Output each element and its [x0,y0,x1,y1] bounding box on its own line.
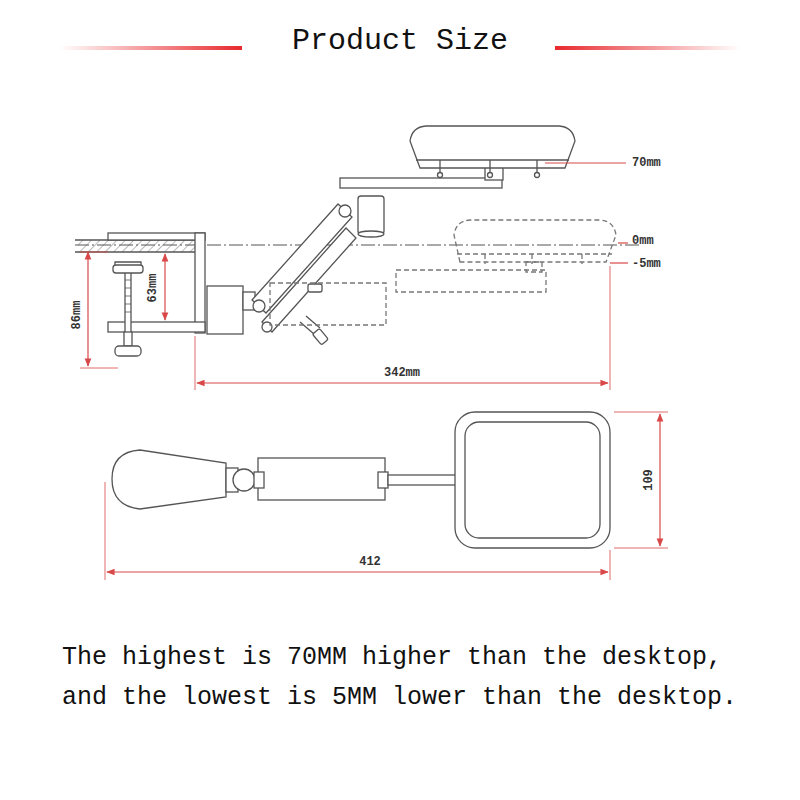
top-view [112,412,610,548]
dimension-label: -5mm [632,258,661,270]
dimension-label: 109 [643,469,655,491]
dimension-label: 412 [359,556,381,568]
dimension-label: 70mm [632,157,661,169]
header-bar [555,46,740,50]
dimension-lines [80,163,668,580]
side-view [75,126,640,356]
caption: The highest is 70MM higher than the desk… [62,638,774,718]
dimension-label: 342mm [384,367,420,379]
dimension-label: 63mm [147,274,159,303]
page-title: Product Size [0,24,800,58]
dimension-label: 0mm [632,235,654,247]
dimension-label: 86mm [71,301,83,330]
header-bar [60,46,242,50]
